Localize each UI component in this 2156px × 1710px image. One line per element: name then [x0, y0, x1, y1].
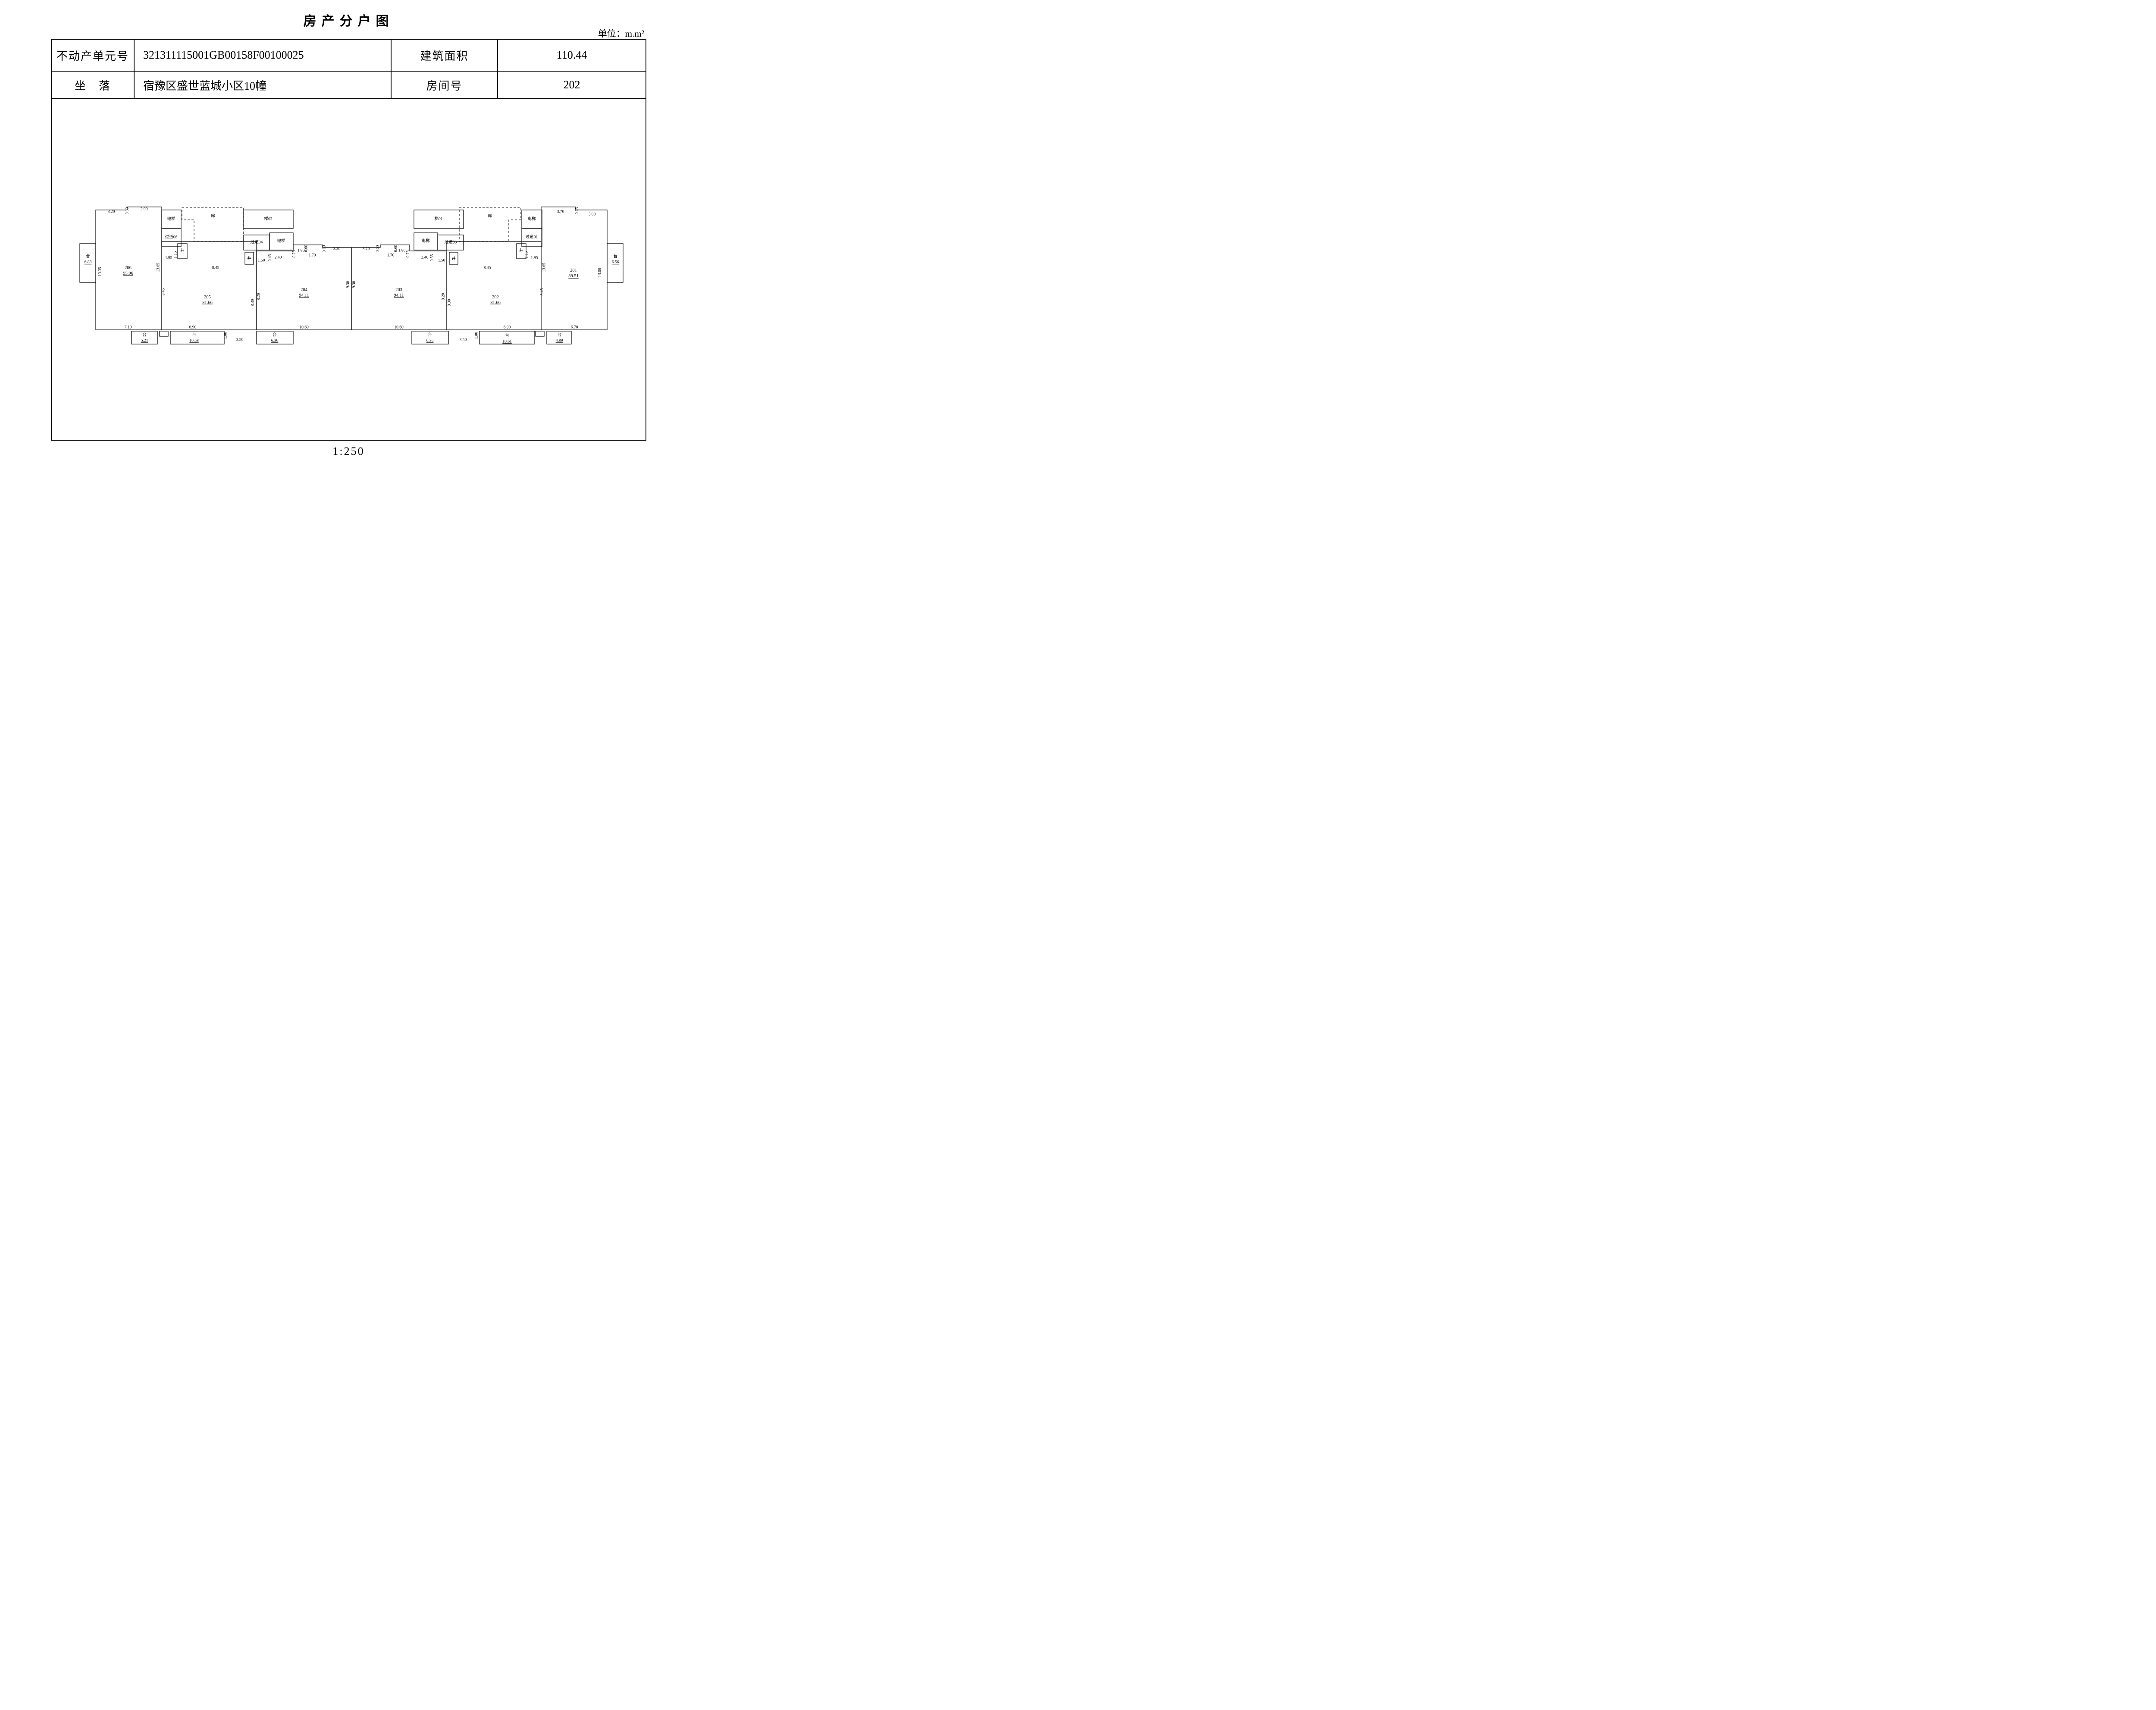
unit-205-outline	[161, 241, 257, 330]
balcony-521	[131, 331, 158, 345]
unit-204-outline	[256, 244, 352, 330]
elevator-left-mid	[269, 232, 294, 251]
elevator-right-mid	[414, 232, 438, 251]
shaft-right-2	[449, 252, 458, 265]
balcony-206	[79, 243, 96, 283]
unit-203-outline	[351, 244, 447, 330]
balcony-1061	[479, 331, 535, 345]
unit-202-outline	[446, 241, 542, 330]
balcony-step-right	[535, 331, 545, 337]
stair-02	[243, 210, 294, 229]
balcony-636-left	[256, 331, 294, 345]
field-label-building-area: 建筑面积	[392, 40, 498, 71]
unit-number-value: 321311115001GB00158F00100025	[135, 40, 392, 71]
building-area-value: 110.44	[556, 49, 587, 61]
corridor-right-outline	[459, 207, 521, 242]
table-row: 不动产单元号 321311115001GB00158F00100025 建筑面积…	[52, 40, 646, 72]
corridors-dashed	[182, 207, 521, 242]
balcony-636-right	[411, 331, 449, 345]
balcony-step-left	[159, 331, 169, 337]
document-frame: 不动产单元号 321311115001GB00158F00100025 建筑面积…	[51, 39, 646, 441]
corridor-left-outline	[182, 207, 244, 242]
passage-06	[161, 228, 182, 247]
scale-label: 1:250	[332, 445, 365, 457]
field-label-location: 坐 落	[52, 72, 135, 98]
shaft-right-1	[516, 243, 526, 259]
unit-note: 单位：m.m²	[598, 28, 644, 39]
room-number-value: 202	[563, 78, 580, 91]
elevator-left-top	[161, 210, 182, 229]
field-label-room-number: 房间号	[392, 72, 498, 98]
unit-201-outline	[541, 207, 608, 330]
balcony-201	[607, 243, 624, 283]
document-page: 房产分户图 单位：m.m² 不动产单元号 321311115001GB00158…	[0, 0, 673, 475]
shaft-left-1	[177, 243, 188, 259]
passage-01	[521, 228, 542, 247]
shaft-left-2	[244, 252, 254, 265]
page-title: 房产分户图	[303, 14, 394, 28]
unit-206-outline	[95, 207, 162, 330]
balcony-1058	[170, 331, 225, 345]
balcony-489	[546, 331, 572, 345]
location-value: 宿豫区盛世蓝城小区10幢	[135, 72, 392, 98]
building-outline	[79, 207, 624, 345]
passage-03	[437, 235, 464, 251]
stair-01	[414, 210, 464, 229]
field-label-unit-number: 不动产单元号	[52, 40, 135, 71]
table-row: 坐 落 宿豫区盛世蓝城小区10幢 房间号 202	[52, 72, 646, 99]
floor-plan-drawing	[79, 207, 624, 345]
elevator-right-top	[521, 210, 542, 229]
